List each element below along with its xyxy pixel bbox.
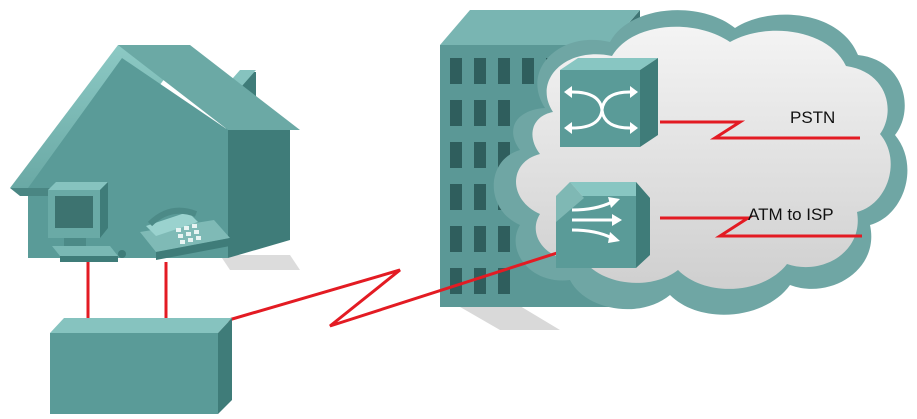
atm-link: [660, 216, 862, 238]
pstn-label: PSTN: [790, 108, 835, 127]
atm-to-isp-label: ATM to ISP: [748, 205, 834, 224]
links: [86, 120, 862, 328]
atm-switch-icon: [560, 58, 658, 147]
modem-box-icon: [50, 318, 232, 414]
dslam-icon: [556, 182, 650, 268]
local-loop-link: [221, 250, 561, 328]
pstn-link: [660, 120, 860, 140]
cloud-icon: [493, 10, 908, 315]
computer-icon: [48, 182, 126, 262]
telephone-icon: [140, 207, 230, 260]
